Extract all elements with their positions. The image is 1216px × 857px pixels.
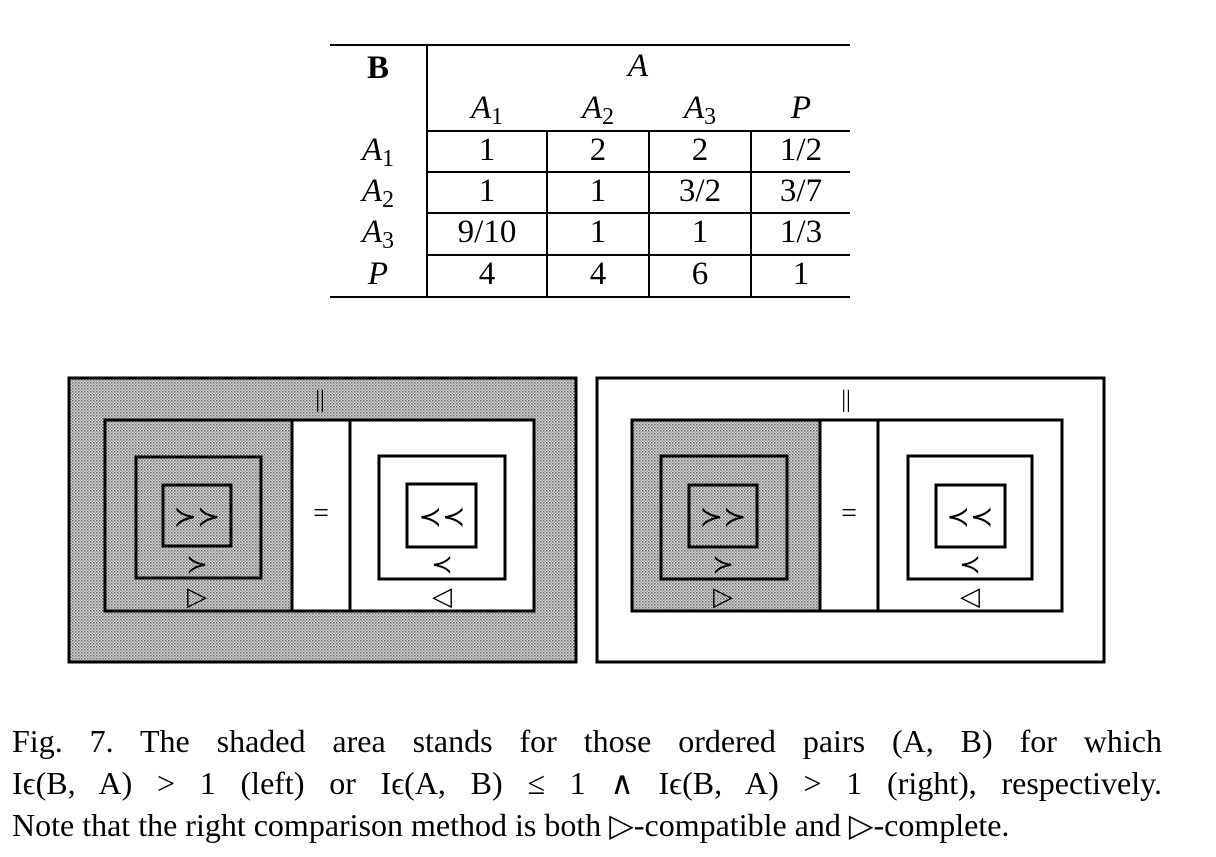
table-cell: 1/3	[779, 214, 823, 250]
table-cell: 3/7	[779, 173, 823, 209]
col-header: A3	[683, 90, 717, 130]
col-header: A2	[581, 90, 615, 130]
panel-left-right-outer-symbol: ◁	[432, 582, 452, 611]
panel-right-right-inner-box	[934, 483, 1007, 549]
table-row-rule	[426, 171, 850, 173]
panel-left-left-outer-symbol: ▷	[187, 582, 207, 611]
table-row-rule	[426, 130, 850, 132]
table-cell: 1	[589, 173, 607, 209]
panel-left-right-mid-symbol: ≺	[431, 550, 453, 579]
table-col-rule	[750, 130, 752, 298]
row-header: A1	[361, 132, 395, 172]
table-cell: 2	[589, 132, 607, 168]
table-header-divider	[426, 44, 428, 298]
col-group-label: A	[627, 48, 649, 84]
col-header: A1	[470, 90, 504, 130]
row-header-label: B	[366, 50, 389, 86]
table-top-rule	[330, 44, 850, 46]
panel-right-left-outer-symbol: ▷	[713, 582, 733, 611]
panel-right-top-symbol: ||	[841, 387, 851, 413]
table-cell: 1/2	[779, 132, 823, 168]
panel-left-middle-symbol: =	[313, 498, 329, 529]
comparison-figure: || ≻≻ ≻ ▷ = ≺≺ ≺ ◁ || ≻≻ ≻ ▷	[66, 376, 1110, 666]
panel-right-middle-box	[818, 418, 880, 613]
row-header: P	[367, 256, 389, 292]
table-cell: 1	[691, 214, 709, 250]
panel-left-right-inner-box	[405, 482, 478, 549]
table-cell: 2	[691, 132, 709, 168]
table-cell: 1	[792, 256, 810, 292]
table-row-rule	[426, 254, 850, 256]
panel-right-left-inner-box	[687, 483, 759, 549]
table-row-rule	[426, 212, 850, 214]
table-cell: 9/10	[457, 214, 517, 250]
panel-left-right-inner-symbol: ≺≺	[419, 502, 466, 533]
figure-caption: Fig. 7. The shaded area stands for those…	[12, 720, 1162, 846]
panel-right: || ≻≻ ≻ ▷ = ≺≺ ≺ ◁	[595, 376, 1106, 664]
table-cell: 4	[589, 256, 607, 292]
col-header: P	[790, 90, 812, 126]
table-cell: 6	[691, 256, 709, 292]
table-col-rule	[648, 130, 650, 298]
table-cell: 1	[478, 132, 496, 168]
caption-line-1: Fig. 7. The shaded area stands for those…	[12, 723, 1162, 759]
table-col-rule	[546, 130, 548, 298]
figure-svg: || ≻≻ ≻ ▷ = ≺≺ ≺ ◁ || ≻≻ ≻ ▷	[67, 376, 1106, 664]
table-bottom-rule	[330, 296, 850, 298]
panel-right-right-inner-symbol: ≺≺	[947, 502, 994, 533]
panel-right-left-mid-symbol: ≻	[712, 550, 734, 579]
table-cell: 4	[478, 256, 496, 292]
panel-left-left-inner-symbol: ≻≻	[174, 502, 221, 533]
panel-left-left-inner-box	[161, 483, 233, 548]
row-header: A3	[361, 214, 395, 254]
table-cell: 1	[589, 214, 607, 250]
panel-right-middle-symbol: =	[841, 498, 857, 529]
panel-left-middle-box	[290, 418, 352, 613]
panel-right-left-inner-symbol: ≻≻	[700, 502, 747, 533]
comparison-table: B A A1 A2 A3 P A1 A2 A3 P 1 2 2 1/2 1 1 …	[330, 44, 850, 300]
caption-line-2: Iϵ(B, A) > 1 (left) or Iϵ(A, B) ≤ 1 ∧ Iϵ…	[12, 765, 1162, 801]
panel-left-left-mid-symbol: ≻	[186, 550, 208, 579]
table-cell: 3/2	[678, 173, 722, 209]
caption-line-3: Note that the right comparison method is…	[12, 807, 1010, 843]
panel-left-top-symbol: ||	[315, 387, 325, 413]
row-header: A2	[361, 173, 395, 213]
panel-right-right-mid-symbol: ≺	[959, 550, 981, 579]
table-cell: 1	[478, 173, 496, 209]
panel-left: || ≻≻ ≻ ▷ = ≺≺ ≺ ◁	[67, 376, 578, 664]
panel-right-right-outer-symbol: ◁	[960, 582, 980, 611]
